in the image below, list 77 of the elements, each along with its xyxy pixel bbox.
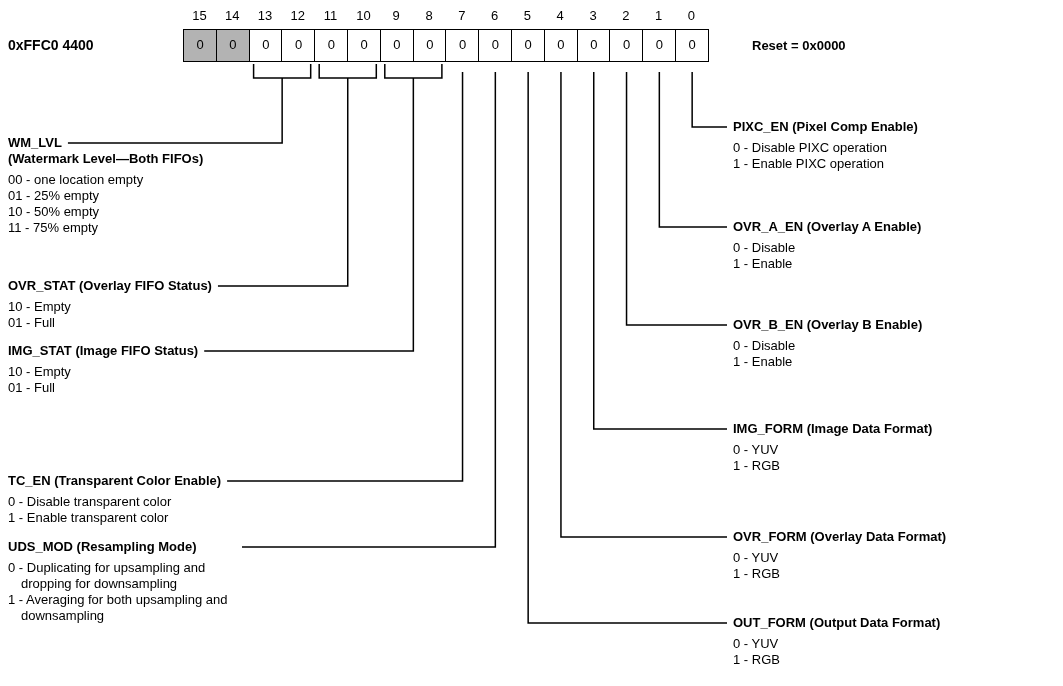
register-bit-cell: 0: [281, 29, 316, 62]
leader-line: [560, 71, 728, 538]
leader-line: [67, 63, 312, 144]
value-description: 01 - 25% empty: [8, 188, 101, 204]
value-description: 1 - RGB: [733, 652, 781, 668]
field-name: WM_LVL (Watermark Level—Both FIFOs): [8, 135, 204, 167]
leader-line: [217, 63, 378, 287]
value-description: 1 - RGB: [733, 458, 781, 474]
value-description: 1 - Enable: [733, 256, 794, 272]
register-bit-cell: 0: [478, 29, 513, 62]
bit-number: 7: [457, 8, 467, 23]
leader-line: [226, 71, 464, 482]
bit-number: 4: [555, 8, 565, 23]
value-description: 10 - Empty: [8, 364, 72, 380]
bit-number: 13: [256, 8, 274, 23]
bit-number: 0: [686, 8, 696, 23]
field-name: OVR_FORM (Overlay Data Format): [733, 529, 947, 545]
leader-line: [593, 71, 728, 430]
register-bit-cell: 0: [642, 29, 677, 62]
value-description: 0 - YUV: [733, 636, 780, 652]
register-bit-cell: 0: [445, 29, 480, 62]
value-description: 01 - Full: [8, 380, 56, 396]
field-name: OVR_B_EN (Overlay B Enable): [733, 317, 923, 333]
register-bit-cell: 0: [675, 29, 710, 62]
register-bit-cell: 0: [248, 29, 283, 62]
value-description: 0 - Duplicating for upsampling and dropping for downsampling: [8, 560, 207, 592]
value-description: 1 - Enable PIXC operation: [733, 156, 886, 172]
value-description: 10 - Empty: [8, 299, 72, 315]
value-description: 0 - Disable: [733, 338, 797, 354]
register-address: 0xFFC0 4400: [8, 37, 94, 53]
value-description: 1 - Averaging for both upsampling and downsampling: [8, 592, 229, 624]
bit-number: 8: [424, 8, 434, 23]
bit-number: 9: [391, 8, 401, 23]
bit-number: 2: [621, 8, 631, 23]
value-description: 0 - Disable: [733, 240, 797, 256]
value-description: 10 - 50% empty: [8, 204, 101, 220]
value-description: 0 - Disable PIXC operation: [733, 140, 888, 156]
bit-number: 12: [289, 8, 306, 23]
value-description: 1 - Enable transparent color: [8, 510, 170, 526]
field-name: OUT_FORM (Output Data Format): [733, 615, 941, 631]
value-description: 0 - Disable transparent color: [8, 494, 173, 510]
register-bit-cell: 0: [183, 29, 218, 62]
value-description: 11 - 75% empty: [8, 220, 100, 236]
register-bit-cell: 0: [314, 29, 349, 62]
field-name: PIXC_EN (Pixel Comp Enable): [733, 119, 918, 135]
leader-line: [658, 71, 728, 228]
value-description: 00 - one location empty: [8, 172, 145, 188]
bit-number: 10: [355, 8, 372, 23]
bit-number: 14: [223, 8, 241, 23]
register-bit-cell: 0: [347, 29, 382, 62]
value-description: 0 - YUV: [733, 442, 780, 458]
leader-line: [203, 63, 443, 352]
bit-number: 3: [588, 8, 598, 23]
value-description: 0 - YUV: [733, 550, 780, 566]
register-bit-cell: 0: [609, 29, 644, 62]
field-name: OVR_A_EN (Overlay A Enable): [733, 219, 922, 235]
bit-number: 11: [322, 8, 339, 23]
bit-number: 15: [191, 8, 208, 23]
field-name: IMG_STAT (Image FIFO Status): [8, 343, 199, 359]
bit-number: 1: [653, 8, 664, 23]
reset-value: Reset = 0x0000: [752, 38, 846, 53]
value-description: 1 - Enable: [733, 354, 794, 370]
bit-number: 6: [489, 8, 500, 23]
field-name: TC_EN (Transparent Color Enable): [8, 473, 222, 489]
value-description: 01 - Full: [8, 315, 56, 331]
leader-line: [527, 71, 728, 624]
field-name: UDS_MOD (Resampling Mode): [8, 539, 198, 555]
value-description: 1 - RGB: [733, 566, 781, 582]
field-name: IMG_FORM (Image Data Format): [733, 421, 933, 437]
leader-line: [625, 71, 728, 326]
register-bit-cell: 0: [576, 29, 611, 62]
field-name: OVR_STAT (Overlay FIFO Status): [8, 278, 212, 294]
bit-number: 5: [522, 8, 532, 23]
register-bit-cell: 0: [511, 29, 546, 62]
register-bit-cell: 0: [412, 29, 447, 62]
leader-line: [241, 71, 497, 548]
leader-line: [691, 71, 728, 128]
